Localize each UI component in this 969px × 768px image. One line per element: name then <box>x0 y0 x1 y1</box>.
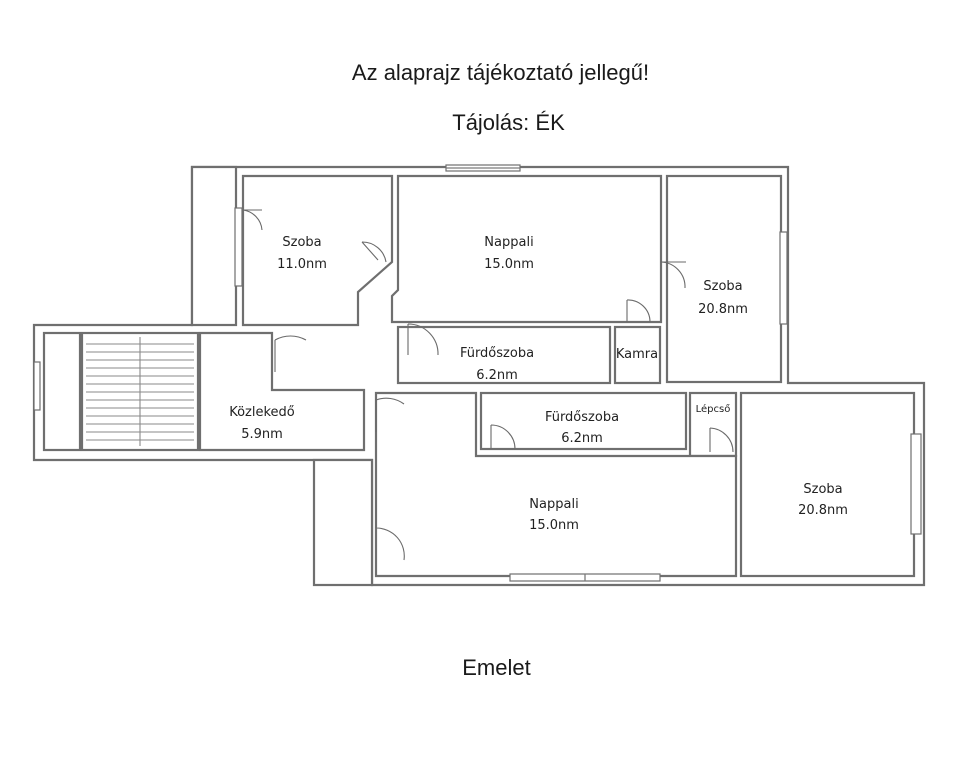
balcony-lower <box>312 458 374 587</box>
room-furdo-bottom <box>479 391 688 451</box>
room-area: 15.0nm <box>484 257 534 272</box>
stair-landing <box>42 331 82 452</box>
room-name: Szoba <box>803 482 842 497</box>
room-area: 20.8nm <box>698 302 748 317</box>
room-name: Fürdőszoba <box>460 346 534 361</box>
stair-treads <box>86 337 194 446</box>
windows <box>33 164 922 582</box>
room-area: 11.0nm <box>277 257 327 272</box>
floor-label: Emelet <box>462 655 531 680</box>
room-lepcso <box>688 391 738 458</box>
room-name: Kamra <box>616 347 658 362</box>
room-area: 5.9nm <box>241 427 283 442</box>
room-szoba-20-top <box>665 174 783 384</box>
room-name: Közlekedő <box>229 405 295 420</box>
room-area: 15.0nm <box>529 518 579 533</box>
room-kamra <box>613 325 662 385</box>
room-szoba-11 <box>241 174 394 327</box>
room-area: 20.8nm <box>798 503 848 518</box>
doors <box>242 209 734 561</box>
room-szoba-20-bottom <box>739 391 916 578</box>
disclaimer-title: Az alaprajz tájékoztató jellegű! <box>351 60 650 85</box>
room-nappali-top <box>390 174 663 324</box>
orientation-label: Tájolás: ÉK <box>452 110 565 135</box>
room-name: Szoba <box>282 235 321 250</box>
room-area: 6.2nm <box>561 431 603 446</box>
room-name: Lépcső <box>696 403 731 415</box>
room-name: Fürdőszoba <box>545 410 619 425</box>
room-nappali-bottom <box>374 391 738 578</box>
room-kozlekedo <box>198 331 366 452</box>
room-furdo-top <box>396 325 612 385</box>
room-name: Szoba <box>703 279 742 294</box>
room-name: Nappali <box>529 497 578 512</box>
room-area: 6.2nm <box>476 368 518 383</box>
room-name: Nappali <box>484 235 533 250</box>
balcony-upper <box>190 165 238 327</box>
